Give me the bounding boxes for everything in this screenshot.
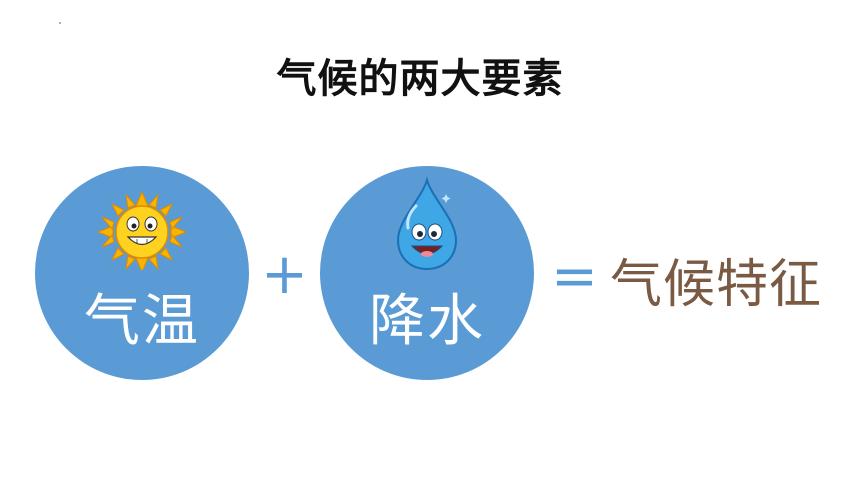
precipitation-circle: 降水 xyxy=(320,166,534,380)
slide-title: 气候的两大要素 xyxy=(276,56,564,102)
climate-features-text: 气候特征 xyxy=(610,255,823,315)
water-drop-icon xyxy=(396,176,458,271)
precipitation-label: 降水 xyxy=(369,289,485,354)
temperature-circle: 气温 xyxy=(35,166,249,380)
plus-sign: + xyxy=(261,242,308,307)
equals-sign: = xyxy=(551,244,598,309)
sun-icon xyxy=(97,190,187,270)
stray-dot xyxy=(59,22,61,24)
temperature-label: 气温 xyxy=(84,289,200,354)
